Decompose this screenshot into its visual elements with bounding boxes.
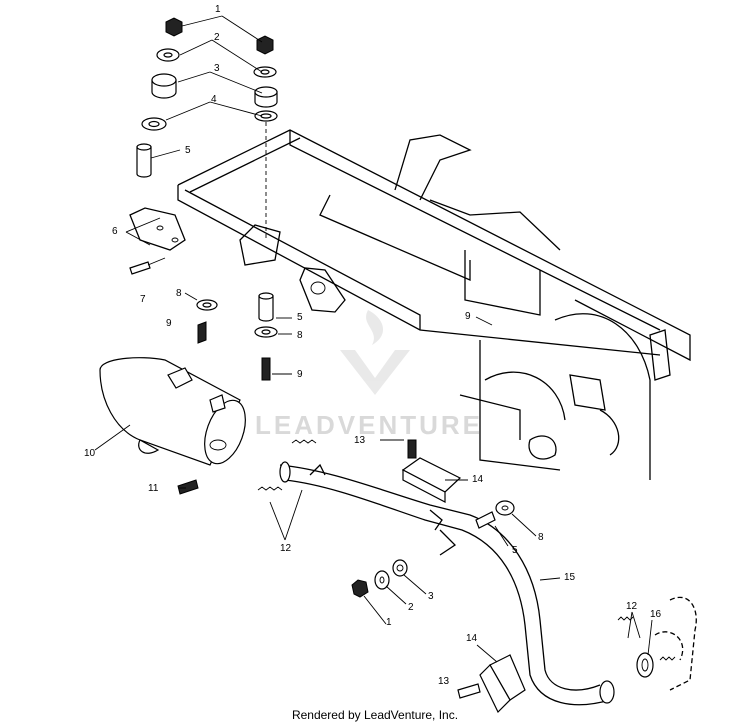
callout-5: 5 — [185, 145, 191, 156]
callout-12: 12 — [280, 543, 292, 554]
callout-2: 2 — [214, 32, 220, 43]
gasket-part-16 — [636, 596, 697, 691]
callout-11: 11 — [148, 483, 159, 494]
callout-10: 10 — [84, 448, 96, 459]
callout-9-right: 9 — [465, 311, 471, 322]
footer-credit: Rendered by LeadVenture, Inc. — [291, 708, 459, 722]
spacer-and-bolt-left — [184, 292, 218, 344]
callout-14: 14 — [472, 474, 484, 485]
callout-5-center: 5 — [297, 312, 303, 323]
callout-2-lower: 2 — [408, 602, 414, 613]
callout-1: 1 — [215, 4, 221, 15]
callout-1-lower: 1 — [386, 617, 392, 628]
callout-9: 9 — [166, 318, 172, 329]
springs-part-12 — [257, 439, 676, 661]
leadventure-logo-icon — [340, 310, 410, 395]
lower-hardware — [351, 559, 427, 625]
callout-8-pipe: 8 — [538, 532, 544, 543]
center-spacer-stack — [254, 292, 292, 381]
top-leader-lines — [150, 15, 263, 159]
left-hardware-stack — [136, 17, 183, 178]
callout-6: 6 — [112, 226, 118, 237]
callout-5-pipe: 5 — [512, 545, 518, 556]
pipe-spacers — [475, 500, 537, 547]
callout-4: 4 — [211, 94, 217, 105]
muffler-part-10 — [94, 357, 246, 466]
callout-12-lower: 12 — [626, 601, 638, 612]
bracket-part-14-upper — [380, 439, 468, 503]
callout-15: 15 — [564, 572, 576, 583]
callout-13: 13 — [354, 435, 366, 446]
watermark: LEADVENTURE — [255, 410, 484, 440]
callout-9-center: 9 — [297, 369, 303, 380]
right-hardware-stack — [253, 35, 278, 240]
bolt-part-11 — [177, 479, 199, 495]
misc-leader-lines — [125, 217, 561, 581]
callout-16: 16 — [650, 609, 662, 620]
frame-assembly — [129, 129, 691, 480]
exhaust-pipe-part-15 — [279, 461, 615, 706]
callout-7: 7 — [140, 294, 146, 305]
callout-14-lower: 14 — [466, 633, 478, 644]
callout-3: 3 — [214, 63, 220, 74]
callout-13-lower: 13 — [438, 676, 450, 687]
bolt-part-7 — [129, 257, 166, 275]
callout-8-center: 8 — [297, 330, 303, 341]
callout-3-lower: 3 — [428, 591, 434, 602]
bracket-part-14-lower — [457, 644, 526, 714]
callout-8: 8 — [176, 288, 182, 299]
